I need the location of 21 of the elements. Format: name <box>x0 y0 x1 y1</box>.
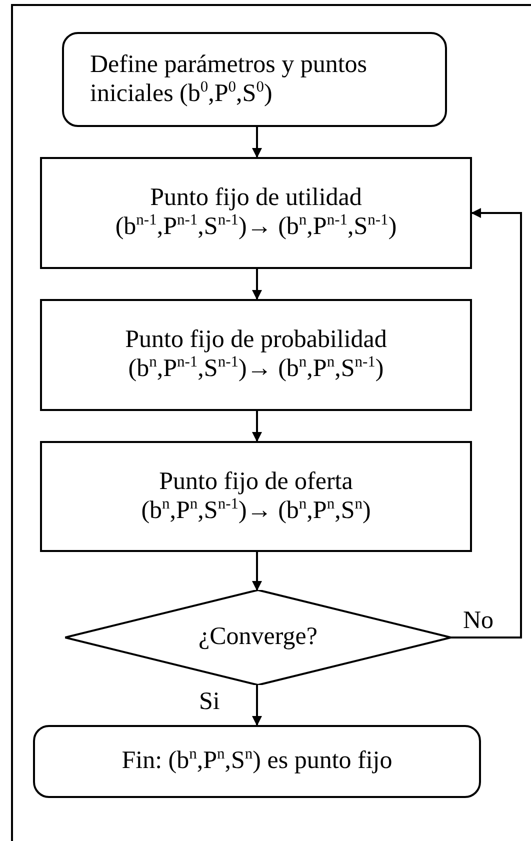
arrow <box>252 411 262 442</box>
box-text: (b$^{n}$,P$^{n}$,S$^{n-1}$)→ (b$^{n}$,P$^{n}$,S$^{n}$) <box>141 496 371 526</box>
arrow <box>252 127 262 158</box>
box-text: ¿Converge? <box>198 623 318 652</box>
box-text: Define parámetros y puntos iniciales (b$^{0}$,P$^{0}$,S$^{0}$) <box>90 50 368 108</box>
arrow <box>451 208 522 638</box>
box-heading: Punto fijo de utilidad <box>150 184 362 213</box>
arrow <box>252 269 262 300</box>
box-text: Fin: (b$^{n}$,P$^{n}$,S$^{n}$) es punto fijo <box>122 747 392 776</box>
process-box <box>40 441 472 552</box>
terminal-box <box>62 32 447 127</box>
box-text: (b$^{n-1}$,P$^{n-1}$,S$^{n-1}$)→ (b$^{n}$,P$^{n-1}$,S$^{n-1}$) <box>115 213 397 242</box>
arrow <box>252 552 262 591</box>
box-heading: Punto fijo de probabilidad <box>125 326 387 355</box>
decision-diamond <box>65 590 451 685</box>
arrow <box>252 685 262 726</box>
box-text: (b$^{n}$,P$^{n-1}$,S$^{n-1}$)→ (b$^{n}$,P$^{n}$,S$^{n-1}$) <box>128 355 384 384</box>
terminal-box <box>33 725 481 798</box>
process-box <box>40 299 472 411</box>
box-heading: Punto fijo de oferta <box>159 468 353 496</box>
process-box <box>40 157 472 269</box>
